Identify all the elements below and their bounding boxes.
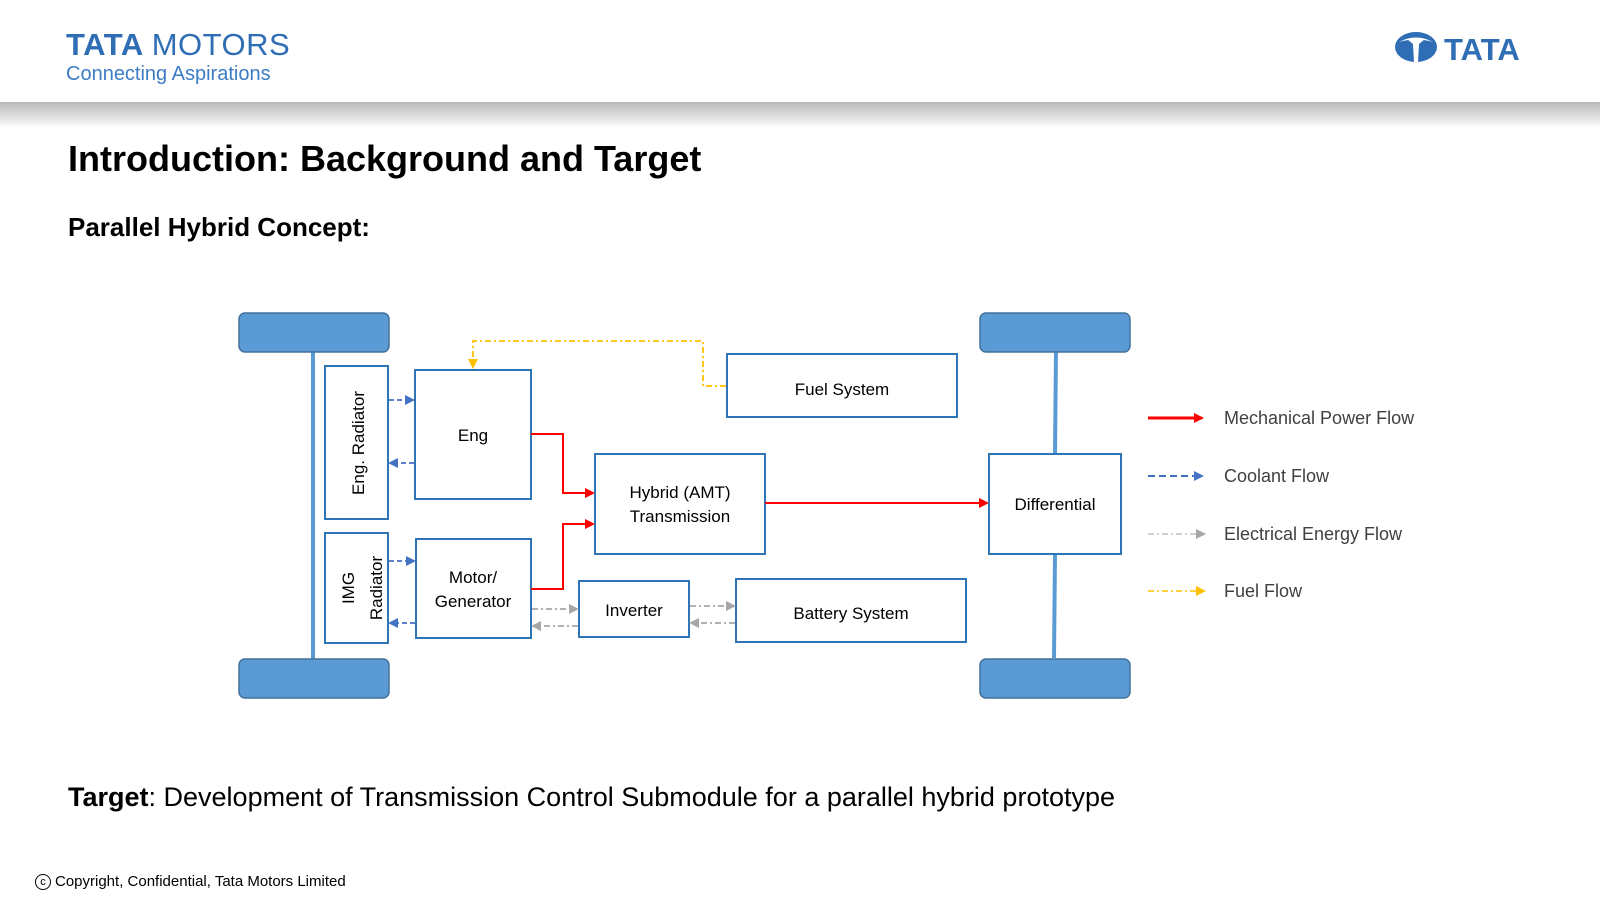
- slide-subtitle: Parallel Hybrid Concept:: [68, 212, 370, 242]
- transmission-block: Hybrid (AMT) Transmission: [594, 453, 766, 555]
- legend-item-coolant: Coolant Flow: [1148, 466, 1330, 486]
- wheel-front-right: [979, 658, 1131, 699]
- fuel-flow-fuelsystem-to-engine: [468, 340, 726, 387]
- target-label: Target: [68, 782, 149, 812]
- wheel-rear-left: [238, 312, 390, 353]
- mech-flow-motor-to-transmission: [531, 519, 595, 590]
- brand-tagline: Connecting Aspirations: [66, 63, 271, 85]
- inverter-block: Inverter: [578, 580, 690, 638]
- brand-name: TATA MOTORS: [66, 28, 290, 62]
- eng-radiator-block: Eng. Radiator: [324, 365, 389, 520]
- copyright-icon: c: [35, 873, 51, 890]
- legend-label-fuel: Fuel Flow: [1224, 581, 1303, 601]
- brand-name-bold: TATA: [66, 27, 143, 62]
- front-axle-upper: [1053, 349, 1058, 455]
- brand-name-light: MOTORS: [151, 27, 291, 62]
- legend-item-mechanical: Mechanical Power Flow: [1148, 408, 1415, 428]
- img-radiator-label-line1: IMG: [339, 572, 358, 604]
- header-shadow: [0, 102, 1600, 128]
- slide-header: TATA MOTORS Connecting Aspirations TATA: [0, 0, 1600, 102]
- inverter-label: Inverter: [605, 601, 663, 620]
- legend-label-electrical: Electrical Energy Flow: [1224, 524, 1403, 544]
- target-statement: Target: Development of Transmission Cont…: [68, 782, 1115, 813]
- legend-label-mechanical: Mechanical Power Flow: [1224, 408, 1415, 428]
- transmission-label-line1: Hybrid (AMT): [629, 483, 730, 502]
- engine-block: Eng: [414, 369, 532, 500]
- engine-label: Eng: [458, 426, 488, 445]
- tata-motors-logo: TATA MOTORS Connecting Aspirations: [66, 28, 290, 86]
- target-text: : Development of Transmission Control Su…: [148, 782, 1116, 812]
- motor-generator-block: Motor/ Generator: [415, 538, 532, 639]
- img-radiator-block: IMG Radiator: [324, 532, 389, 644]
- tata-emblem-icon: [1395, 32, 1437, 62]
- legend: Mechanical Power Flow Coolant Flow Elect…: [1148, 408, 1415, 601]
- fuel-system-block: Fuel System: [726, 353, 958, 418]
- tata-group-logo: TATA: [1395, 32, 1520, 65]
- motor-label-line2: Generator: [435, 592, 512, 611]
- transmission-label-line2: Transmission: [630, 507, 730, 526]
- wheel-rear-right: [238, 658, 390, 699]
- legend-label-coolant: Coolant Flow: [1224, 466, 1330, 486]
- battery-label: Battery System: [793, 604, 908, 623]
- img-radiator-label-line2: Radiator: [367, 556, 386, 621]
- copyright-footer: c Copyright, Confidential, Tata Motors L…: [35, 873, 346, 890]
- copyright-text: Copyright, Confidential, Tata Motors Lim…: [55, 873, 346, 890]
- differential-label: Differential: [1015, 495, 1096, 514]
- legend-item-electrical: Electrical Energy Flow: [1148, 524, 1403, 544]
- fuel-system-label: Fuel System: [795, 380, 889, 399]
- motor-label-line1: Motor/: [449, 568, 497, 587]
- differential-block: Differential: [988, 453, 1122, 555]
- mech-flow-engine-to-transmission: [531, 433, 595, 498]
- battery-system-block: Battery System: [735, 578, 967, 643]
- eng-radiator-label: Eng. Radiator: [349, 391, 368, 495]
- front-axle-lower: [1052, 553, 1057, 659]
- tata-wordmark: TATA: [1444, 32, 1520, 65]
- slide-title: Introduction: Background and Target: [68, 138, 702, 179]
- legend-item-fuel: Fuel Flow: [1148, 581, 1303, 601]
- wheel-front-left: [979, 312, 1131, 353]
